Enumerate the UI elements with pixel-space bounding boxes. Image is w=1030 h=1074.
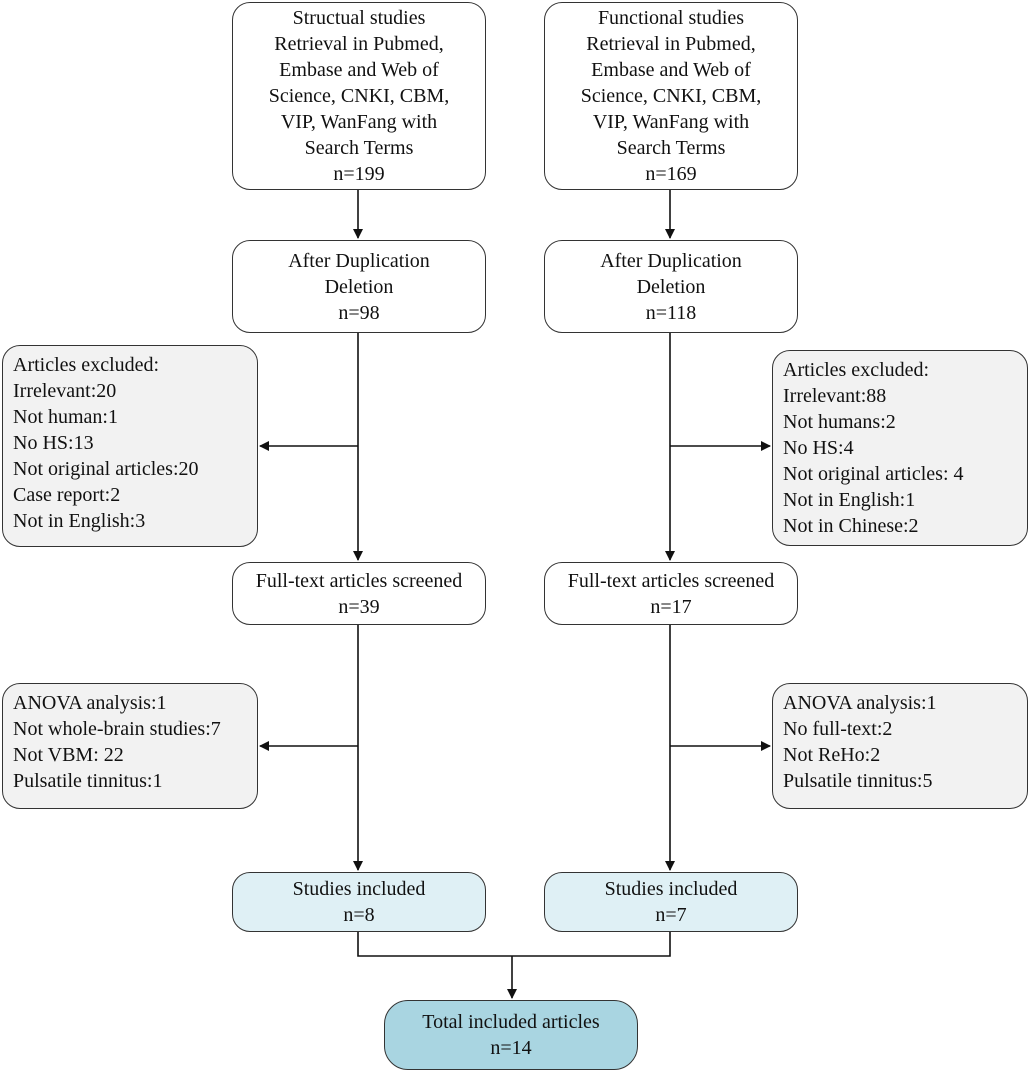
text-line: Articles excluded: [783,359,930,381]
text-line: Pulsatile tinnitus:1 [13,770,163,792]
text-line: ANOVA analysis:1 [13,692,167,714]
text-line: Deletion [324,275,394,298]
text-line: VIP, WanFang with [280,111,438,133]
text-line: Not in English:1 [783,489,916,511]
text-line: No HS:13 [13,432,94,454]
text-line: Embase and Web of [279,59,439,81]
text-line: n=98 [338,301,380,324]
text-line: Not human:1 [13,406,118,428]
text-line: Retrieval in Pubmed, [586,33,756,55]
text-line: n=169 [645,163,697,185]
text-line: Studies included [292,878,426,900]
text-line: No HS:4 [783,437,854,459]
text-line: n=17 [650,595,692,618]
text-line: Not ReHo:2 [783,744,881,766]
text-line: ANOVA analysis:1 [783,692,937,714]
text-line: VIP, WanFang with [592,111,750,133]
text-line: n=199 [333,163,385,185]
text-line: Science, CNKI, CBM, [580,85,762,107]
structural-dedup-box: After Duplication Deletion n=98 [232,240,486,333]
text-line: Not humans:2 [783,411,896,433]
text-line: Not in Chinese:2 [783,515,919,537]
structural-included-box: Studies included n=8 [232,872,486,932]
text-line: Search Terms [304,137,414,159]
text-line: Pulsatile tinnitus:5 [783,770,933,792]
text-line: n=14 [490,1037,532,1059]
text-line: n=8 [343,904,375,926]
text-line: n=7 [655,904,687,926]
text-line: n=118 [645,301,697,324]
text-line: Total included articles [422,1011,600,1033]
text-line: Not in English:3 [13,510,146,532]
text-line: After Duplication [288,249,430,272]
text-line: Embase and Web of [591,59,751,81]
structural-screened-box: Full-text articles screened n=39 [232,562,486,625]
text-line: Deletion [636,275,706,298]
functional-search-box: Functional studies Retrieval in Pubmed, … [544,2,798,190]
text-line: Studies included [604,878,738,900]
functional-excluded-box-1: Articles excluded: Irrelevant:88 Not hum… [772,350,1028,546]
functional-excluded-box-2: ANOVA analysis:1 No full-text:2 Not ReHo… [772,683,1028,809]
merge-line [357,932,671,957]
text-line: No full-text:2 [783,718,893,740]
text-line: After Duplication [600,249,742,272]
structural-excluded-box-2: ANOVA analysis:1 Not whole-brain studies… [2,683,258,809]
text-line: Retrieval in Pubmed, [274,33,444,55]
structural-excluded-box-1: Articles excluded: Irrelevant:20 Not hum… [2,345,258,547]
functional-dedup-box: After Duplication Deletion n=118 [544,240,798,333]
text-line: Case report:2 [13,484,121,506]
text-line: Structual studies [292,7,426,29]
functional-included-box: Studies included n=7 [544,872,798,932]
text-line: Articles excluded: [13,354,160,376]
text-line: Full-text articles screened [567,569,775,592]
text-line: Full-text articles screened [255,569,463,592]
text-line: n=39 [338,595,380,618]
structural-search-box: Structual studies Retrieval in Pubmed, E… [232,2,486,190]
text-line: Search Terms [616,137,726,159]
text-line: Irrelevant:88 [783,385,887,407]
total-included-box: Total included articles n=14 [384,1000,638,1070]
text-line: Not original articles:20 [13,458,199,480]
text-line: Irrelevant:20 [13,380,117,402]
text-line: Not whole-brain studies:7 [13,718,221,740]
text-line: Not VBM: 22 [13,744,124,766]
text-line: Not original articles: 4 [783,463,964,485]
text-line: Science, CNKI, CBM, [268,85,450,107]
functional-screened-box: Full-text articles screened n=17 [544,562,798,625]
text-line: Functional studies [597,7,745,29]
